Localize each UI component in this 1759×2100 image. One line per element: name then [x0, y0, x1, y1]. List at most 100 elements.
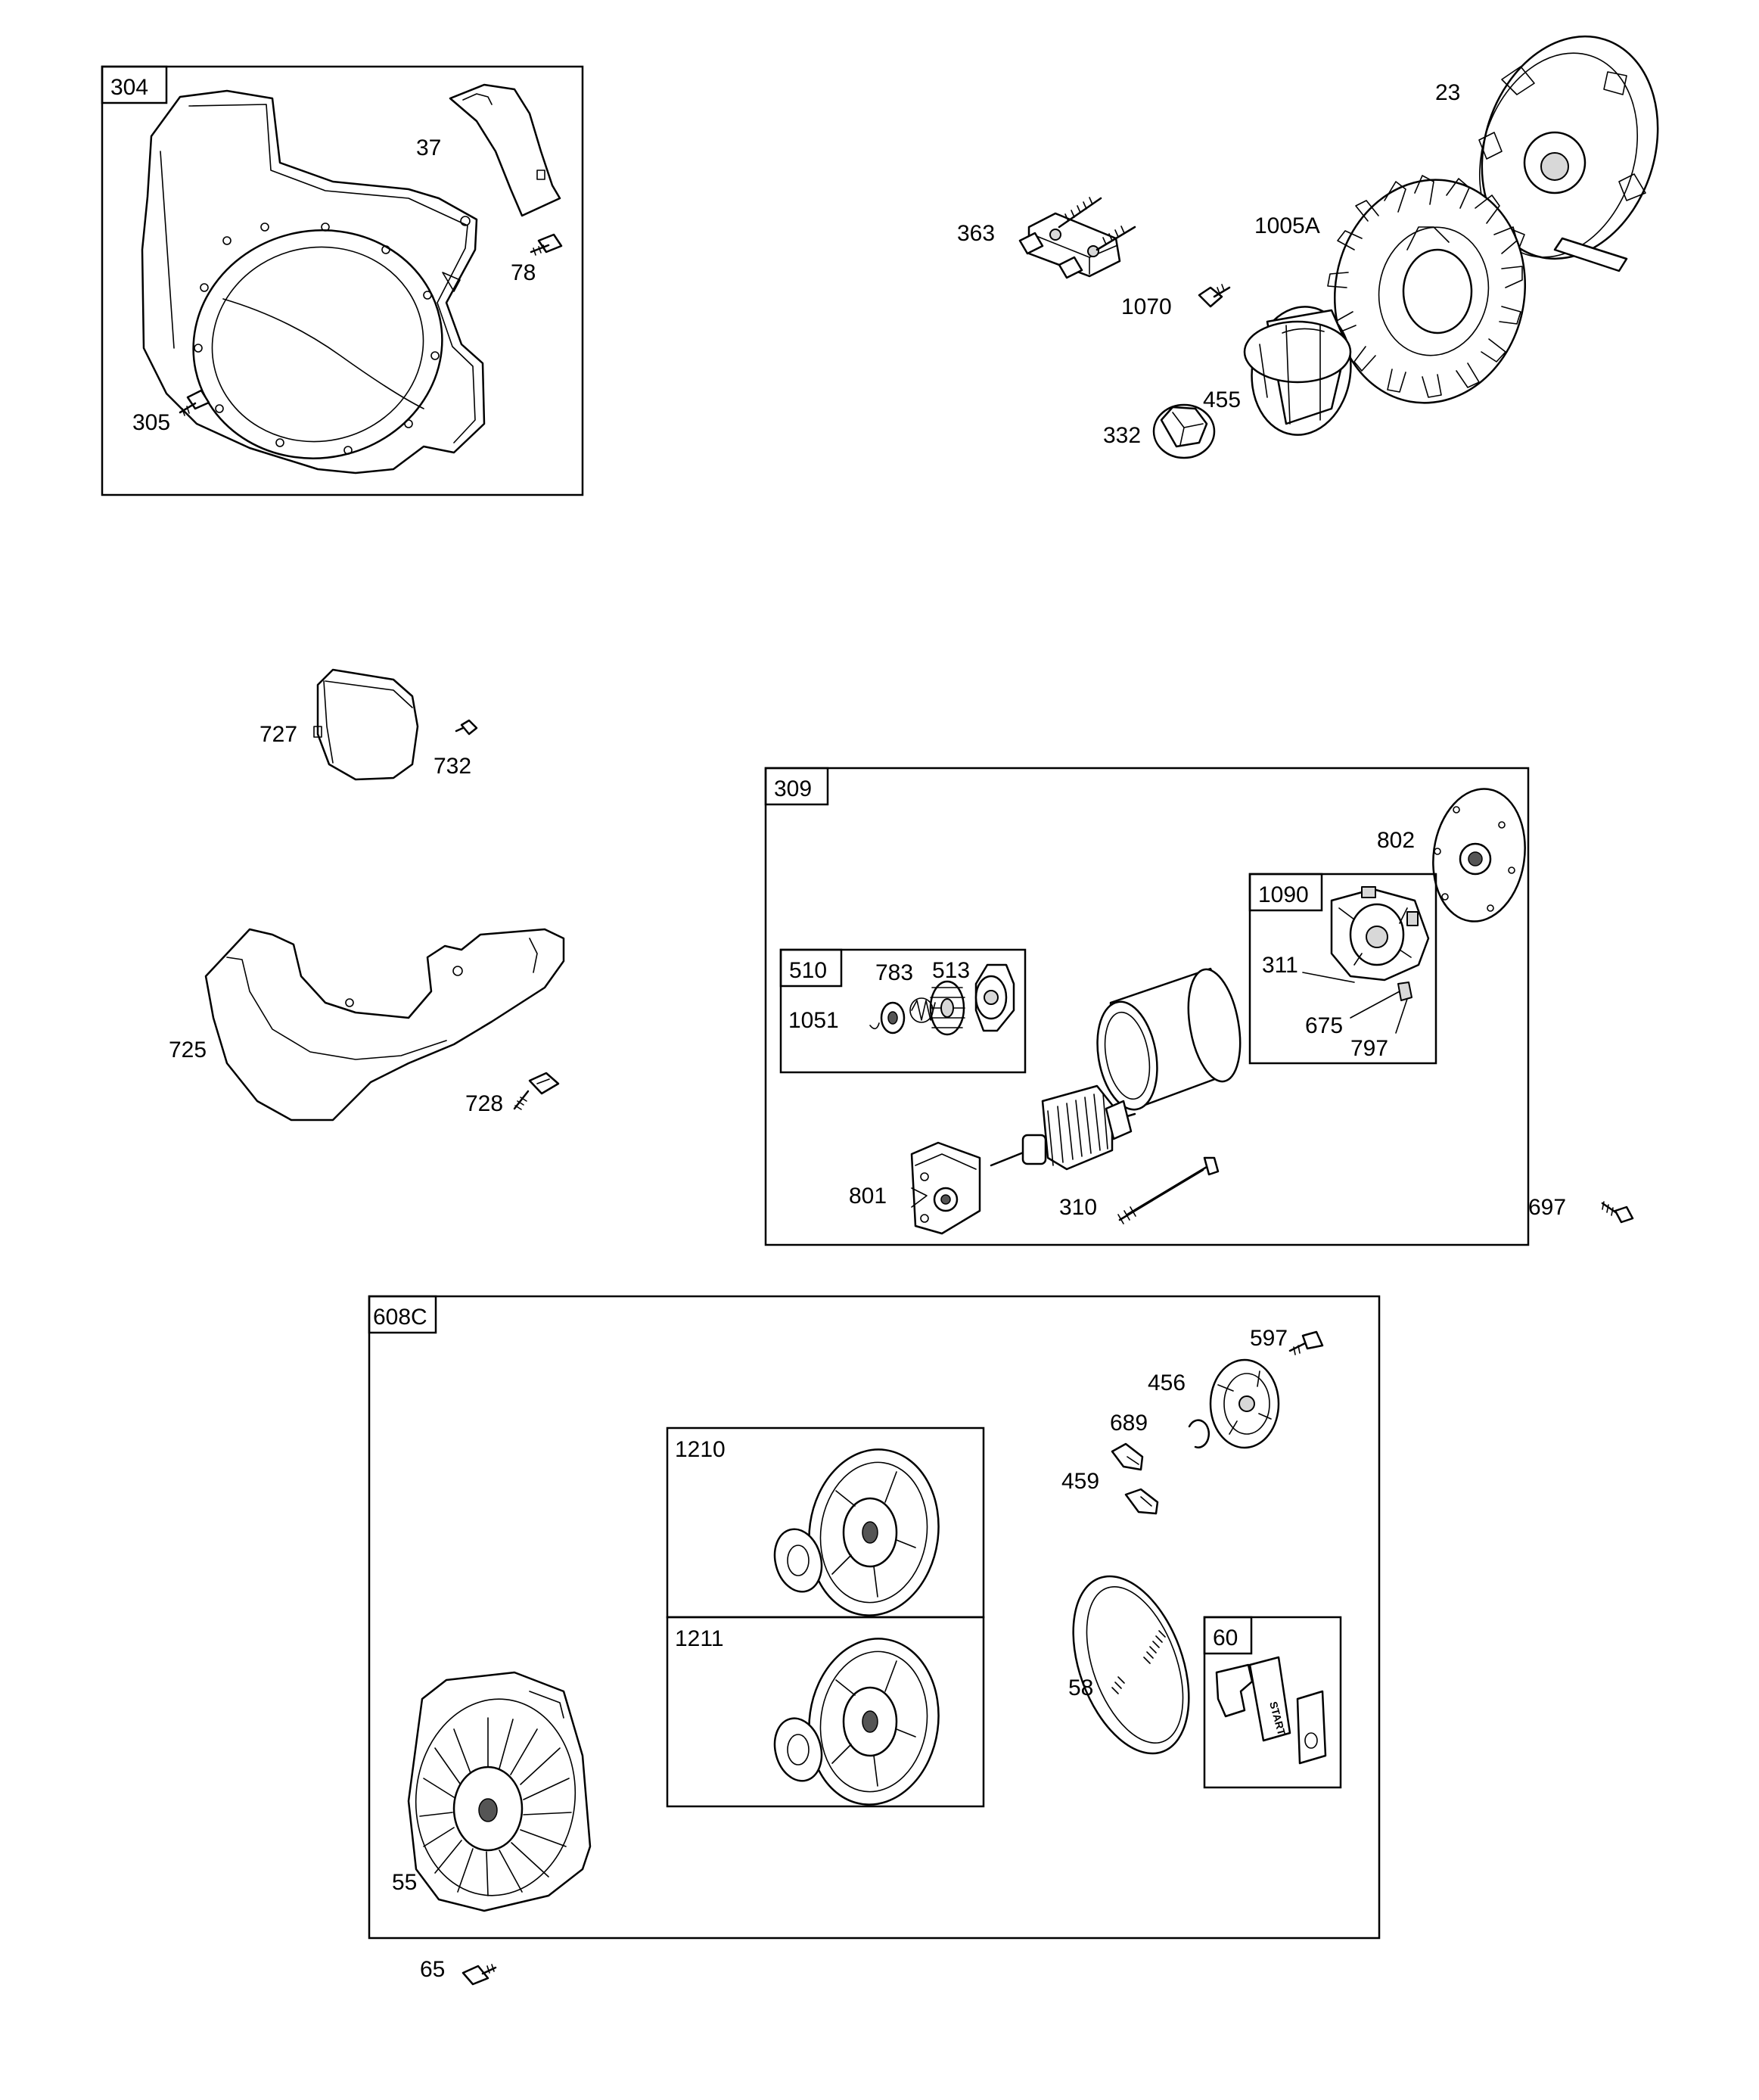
part-725-shroud [204, 928, 565, 1122]
part-armature [990, 1084, 1136, 1171]
group-60-label: 60 [1213, 1626, 1238, 1650]
part-1005a-fan [1327, 175, 1527, 404]
part-78-screw [530, 233, 563, 256]
part-1070-bolt [1198, 284, 1231, 308]
callout-727: 727 [259, 722, 297, 747]
blower-housing [141, 89, 486, 474]
group-60-tag [1203, 1616, 1253, 1655]
group-304: 304 37 [101, 65, 584, 496]
callout-1005a: 1005A [1254, 213, 1320, 238]
part-455-cup [1243, 306, 1352, 436]
part-spring [909, 997, 936, 1023]
callout-459: 459 [1061, 1469, 1099, 1494]
callout-37: 37 [416, 135, 441, 160]
callout-725: 725 [169, 1038, 207, 1062]
part-802-endplate [1432, 788, 1526, 922]
group-510-frame [779, 948, 1027, 1074]
part-783-gear [929, 980, 965, 1036]
part-456-retainer [1209, 1358, 1280, 1449]
callout-55: 55 [392, 1870, 417, 1895]
leader-797 [1395, 998, 1408, 1034]
group-309-frame [764, 767, 1530, 1246]
part-310-bolt [1117, 1156, 1220, 1224]
flywheel-assembly: 23 [957, 35, 1659, 459]
group-304-tag [101, 65, 168, 104]
part-801-endcap [910, 1141, 981, 1235]
callout-58: 58 [1068, 1675, 1093, 1700]
callout-801: 801 [849, 1184, 887, 1209]
part-60-handle: START [1215, 1656, 1291, 1742]
callout-363: 363 [957, 221, 995, 246]
group-1090-label: 1090 [1258, 882, 1309, 907]
callout-310: 310 [1059, 1195, 1097, 1220]
part-697-screw [1601, 1201, 1634, 1224]
callout-1051: 1051 [788, 1008, 839, 1033]
part-513-housing [974, 963, 1015, 1032]
callout-305: 305 [132, 410, 170, 435]
part-363-bracket [1018, 197, 1136, 279]
callout-311: 311 [1262, 953, 1298, 978]
group-1211-frame [666, 1616, 985, 1808]
callout-797: 797 [1350, 1036, 1388, 1061]
part-58-spring [1072, 1575, 1190, 1755]
callout-802: 802 [1377, 828, 1415, 853]
callout-697: 697 [1528, 1195, 1566, 1220]
group-1210-label: 1210 [675, 1437, 726, 1462]
part-60-insert [1296, 1690, 1327, 1765]
part-1211-pulley [808, 1638, 940, 1806]
part-1051-clip [869, 1022, 880, 1030]
callout-332: 332 [1103, 423, 1141, 448]
callout-783: 783 [875, 960, 913, 985]
group-309: 309 802 1090 [764, 767, 1530, 1246]
group-608c: 608C 597 456 689 459 1210 [368, 1295, 1381, 1940]
callout-455: 455 [1203, 387, 1241, 412]
part-1211-washer [773, 1717, 823, 1782]
callout-513: 513 [932, 958, 970, 983]
part-305-screw [179, 389, 210, 416]
group-1090-tag [1248, 873, 1323, 912]
leader-675 [1350, 991, 1400, 1019]
group-608c-tag [368, 1295, 437, 1334]
group-1090: 1090 311 675 797 [1248, 873, 1437, 1065]
group-309-label: 309 [774, 776, 812, 801]
group-1211-label: 1211 [675, 1626, 724, 1651]
part-727-cover [313, 668, 419, 781]
group-1211: 1211 [666, 1616, 985, 1808]
part-311-brush-plate [1330, 886, 1430, 982]
group-510-tag [779, 948, 843, 988]
part-motor-housing [1096, 967, 1242, 1111]
part-1210-washer [773, 1528, 823, 1593]
part-675-terminal [1397, 982, 1412, 1001]
part-732-screw [455, 719, 478, 736]
callout-23: 23 [1435, 80, 1460, 105]
group-608c-frame [368, 1295, 1381, 1940]
group-304-label: 304 [110, 75, 148, 100]
callout-78: 78 [511, 260, 536, 285]
leader-311 [1302, 972, 1355, 983]
callout-65: 65 [420, 1957, 445, 1982]
part-washer [880, 1001, 906, 1034]
group-510: 510 783 513 1051 [779, 948, 1027, 1074]
group-510-label: 510 [789, 958, 827, 983]
part-689-ring [1188, 1419, 1210, 1448]
callout-732: 732 [434, 754, 471, 779]
group-608c-label: 608C [373, 1305, 427, 1330]
group-60: 60 START [1203, 1616, 1342, 1789]
part-332-nut [1152, 403, 1216, 459]
callout-456: 456 [1148, 1370, 1186, 1395]
part-1210-pulley [808, 1448, 940, 1616]
callout-689: 689 [1110, 1411, 1148, 1436]
group-60-frame [1203, 1616, 1342, 1789]
group-1090-frame [1248, 873, 1437, 1065]
part-23-flywheel [1478, 35, 1659, 272]
part-597-screw [1288, 1330, 1324, 1355]
part-65-screw [462, 1964, 497, 1986]
group-1210: 1210 [666, 1426, 985, 1619]
callout-597: 597 [1250, 1326, 1288, 1351]
group-309-tag [764, 767, 829, 806]
part-459-dogs [1111, 1442, 1159, 1515]
part-55-rewind-housing [407, 1671, 592, 1912]
callout-728: 728 [465, 1091, 503, 1116]
callout-675: 675 [1305, 1013, 1343, 1038]
